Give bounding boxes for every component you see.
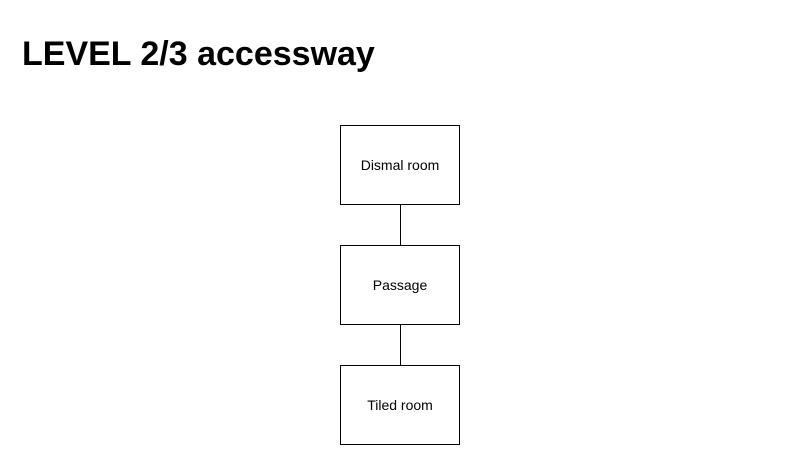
edge-passage-to-tiled	[400, 325, 401, 365]
node-label: Passage	[372, 277, 428, 293]
node-dismal-room: Dismal room	[340, 125, 460, 205]
page-title: LEVEL 2/3 accessway	[22, 34, 375, 73]
node-tiled-room: Tiled room	[340, 365, 460, 445]
node-label: Tiled room	[367, 397, 433, 413]
edge-dismal-to-passage	[400, 205, 401, 245]
node-label: Dismal room	[360, 157, 440, 173]
node-passage: Passage	[340, 245, 460, 325]
